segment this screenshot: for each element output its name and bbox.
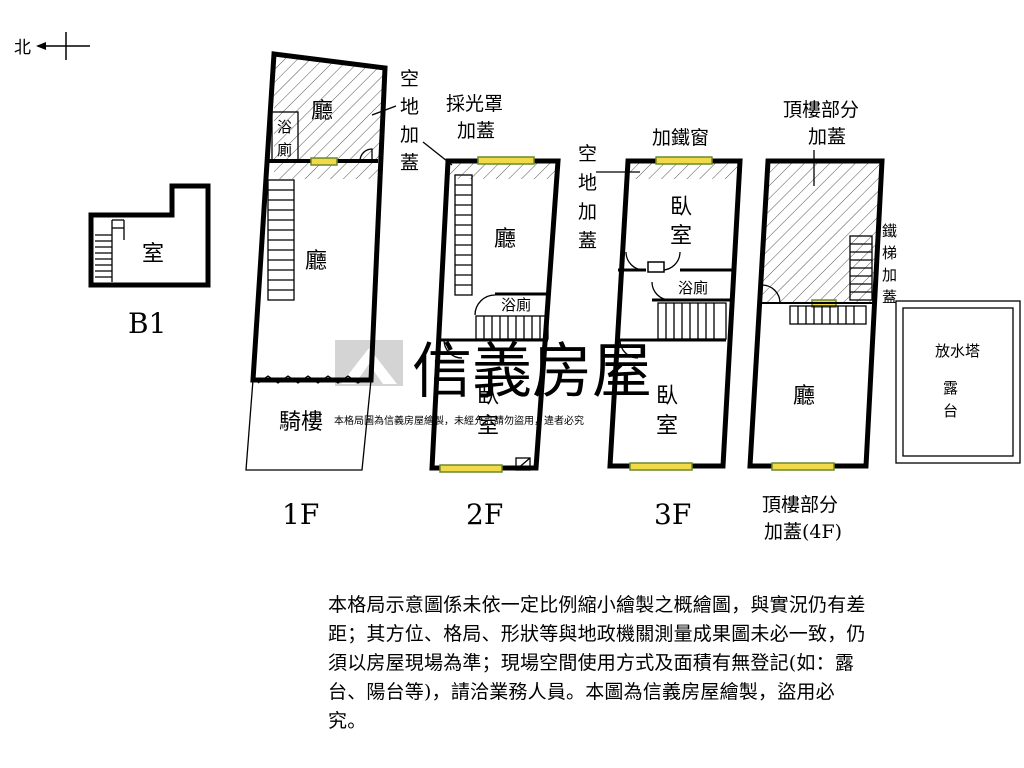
2f-stairs-lower: [475, 315, 549, 340]
1f-hall-top-label: 廳: [311, 99, 333, 124]
3f-floor-label: 3F: [654, 498, 691, 531]
3f-bedroom-top-line2: 室: [670, 224, 692, 249]
3f-annotation-side: 空 地 加 蓋: [578, 143, 597, 252]
4f-stair-note-char4: 蓋: [882, 288, 897, 306]
4f-stair-note-char2: 梯: [882, 244, 897, 262]
watermark-notice: 本格局圖為信義房屋繪製，未經允許請勿盜用，違者必究: [334, 414, 584, 427]
floor-1f: 廳 浴 廁 廳 騎樓 1F 空 地 加 蓋: [245, 51, 419, 531]
4f-stair-note: 鐵 梯 加 蓋: [882, 222, 897, 306]
1f-bath-label-line1: 浴: [277, 118, 292, 136]
4f-stair-note-char1: 鐵: [882, 222, 897, 240]
3f-annotation-side-char2: 地: [578, 172, 597, 194]
roof-tower-label: 放水塔: [935, 342, 980, 360]
roof-terrace-line2: 台: [943, 402, 958, 420]
3f-stairs: [657, 302, 727, 340]
1f-annotation-char1: 空: [400, 68, 419, 90]
4f-floor-label-line1: 頂樓部分: [762, 494, 838, 516]
4f-hatched-addition: [762, 161, 882, 303]
3f-annotation-side-char4: 蓋: [578, 230, 597, 252]
roof-terrace-line1: 露: [943, 379, 958, 397]
2f-annotation-line1: 採光罩: [446, 93, 503, 115]
4f-floor-label-line2: 加蓋(4F): [764, 521, 842, 543]
1f-arcade-label: 騎樓: [279, 410, 323, 435]
3f-bedroom-line1: 臥: [656, 384, 678, 409]
1f-bath-label-line2: 廁: [277, 141, 292, 159]
2f-bedroom-label-line2: 室: [477, 414, 499, 439]
2f-bath-label: 浴廁: [501, 296, 531, 314]
1f-hatched-addition: [274, 54, 385, 179]
3f-bedroom-top-label: 臥 室: [670, 195, 699, 249]
4f-annotation-line2: 加蓋: [808, 126, 846, 148]
2f-stairs-upper: [454, 174, 473, 296]
floor-3f: 臥 室 浴廁 臥 室 3F 加鐵窗 空 地 加 蓋: [578, 127, 743, 531]
4f-stair-note-char3: 加: [882, 266, 897, 284]
2f-bedroom-label: 臥 室: [477, 384, 506, 439]
b1-room-label: 室: [142, 242, 164, 267]
disclaimer-text: 本格局示意圖係未依一定比例縮小繪製之概繪圖，與實況仍有差距；其方位、格局、形狀等…: [328, 594, 866, 732]
3f-annotation-top: 加鐵窗: [652, 127, 709, 149]
2f-hatched-strip: [448, 161, 558, 179]
3f-bath-label: 浴廁: [678, 279, 708, 297]
3f-bedroom-line2: 室: [656, 414, 678, 439]
floor-2f: 廳 浴廁 臥 室 2F 採光罩 加蓋: [422, 93, 561, 531]
1f-hall-label: 廳: [305, 249, 327, 274]
1f-stairs: [267, 179, 295, 301]
1f-annotation: 空 地 加 蓋: [400, 68, 419, 174]
1f-floor-label: 1F: [282, 498, 319, 531]
floor-b1: 室 B1: [88, 183, 211, 340]
3f-hatched-strip: [628, 161, 740, 179]
2f-bedroom-label-line1: 臥: [477, 384, 499, 409]
2f-annotation-line2: 加蓋: [457, 120, 495, 142]
roof-plan: 放水塔 露 台: [895, 300, 1021, 464]
4f-hall-label: 廳: [793, 384, 815, 409]
b1-stairs: [95, 219, 125, 282]
4f-annotation-line1: 頂樓部分: [783, 99, 859, 121]
3f-annotation-side-char3: 加: [578, 201, 597, 223]
1f-annotation-char2: 地: [400, 96, 419, 118]
2f-hall-label: 廳: [494, 227, 516, 252]
4f-stairs: [789, 305, 867, 325]
3f-bedroom-label: 臥 室: [656, 384, 685, 439]
roof-terrace-label: 露 台: [943, 379, 963, 420]
4f-iron-stairs: [849, 235, 873, 301]
2f-floor-label: 2F: [466, 498, 503, 531]
b1-floor-label: B1: [128, 307, 166, 340]
1f-annotation-char3: 加: [400, 124, 419, 146]
compass-north-label: 北: [14, 38, 31, 58]
1f-bath-label: 浴 廁: [277, 118, 297, 159]
north-arrow-icon: [36, 32, 90, 60]
3f-bedroom-top-line1: 臥: [670, 195, 692, 220]
1f-annotation-char4: 蓋: [400, 152, 419, 174]
3f-annotation-side-char1: 空: [578, 143, 597, 165]
floor-4f: 頂樓部分 加蓋 鐵 梯 加 蓋 廳 頂樓部分 加蓋(4F): [747, 99, 897, 543]
